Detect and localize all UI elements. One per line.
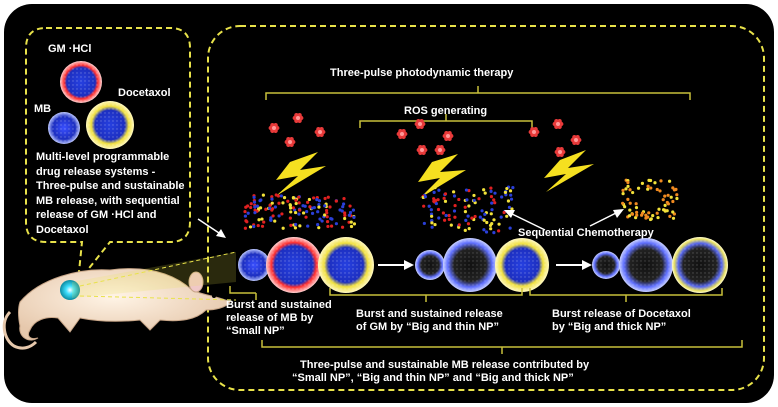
ros-cluster	[442, 131, 454, 141]
title-three-pulse: Three-pulse photodynamic therapy	[330, 67, 514, 79]
brace-big-thick	[529, 288, 723, 302]
brace-bottom	[261, 340, 743, 354]
lightning-bolt-3	[544, 150, 594, 192]
ros-cluster	[434, 145, 446, 155]
brace-small	[229, 286, 257, 300]
top-brace	[265, 86, 691, 100]
black-background-panel	[4, 4, 774, 403]
light-beam	[72, 252, 236, 298]
ros-cluster	[552, 119, 564, 129]
label-sequential-chemotherapy: Sequential Chemotherapy	[518, 227, 654, 239]
caption-big-thick-np: Burst release of Docetaxol by “Big and t…	[552, 308, 691, 333]
label-mb: MB	[34, 103, 52, 115]
bottom-caption-line1: Three-pulse and sustainable MB release c…	[300, 359, 590, 371]
caption-small-np: Burst and sustained release of MB by “Sm…	[226, 299, 332, 337]
ros-cluster	[414, 119, 426, 129]
ros-cluster	[396, 129, 408, 139]
bottom-caption-line2: “Small NP”, “Big and thin NP” and “Big a…	[292, 372, 574, 384]
ros-clusters	[268, 113, 582, 157]
ros-brace	[359, 114, 533, 128]
label-ros-generating: ROS generating	[404, 105, 488, 117]
lightning-bolt-2	[418, 154, 466, 198]
bubble-to-panel-arrow	[197, 218, 223, 236]
release-particles	[243, 178, 679, 235]
right-panel-border	[207, 25, 765, 391]
label-gm-hcl: GM ·HCl	[48, 43, 92, 55]
seq-arrow-left	[509, 212, 546, 231]
ros-cluster	[284, 137, 296, 147]
ros-cluster	[268, 123, 280, 133]
lightning-bolt-1	[276, 152, 326, 196]
ros-cluster	[554, 147, 566, 157]
label-docetaxol: Docetaxol	[118, 87, 171, 99]
ros-cluster	[570, 135, 582, 145]
ros-cluster	[528, 127, 540, 137]
caption-big-thin-np: Burst and sustained release of GM by “Bi…	[356, 308, 503, 333]
seq-arrow-right	[589, 211, 619, 227]
left-bubble-border	[25, 27, 191, 286]
ros-cluster	[416, 145, 428, 155]
tumor-glow	[60, 280, 80, 300]
brace-big-thin	[329, 288, 523, 302]
ros-cluster	[314, 127, 326, 137]
ros-cluster	[292, 113, 304, 123]
left-description: Multi-level programmable drug release sy…	[36, 151, 185, 236]
